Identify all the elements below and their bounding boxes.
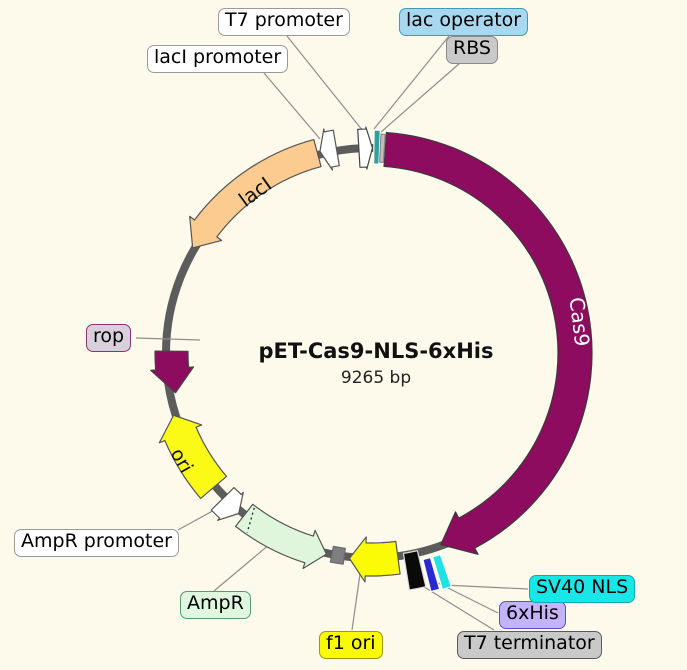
leader-line-1 [373, 35, 450, 130]
rbs-feature[interactable] [379, 133, 386, 163]
label-sv40-nls[interactable]: SV40 NLS [529, 575, 636, 603]
ori-feature[interactable] [158, 414, 228, 500]
lacI-feature[interactable] [189, 138, 322, 249]
label-t7-terminator[interactable]: T7 terminator [457, 631, 602, 659]
label-f1-ori[interactable]: f1 ori [319, 631, 383, 659]
t7-promoter-feature[interactable] [357, 126, 374, 170]
6xhis-feature[interactable] [422, 556, 441, 593]
leader-line-2 [380, 62, 461, 133]
label-6xhis[interactable]: 6xHis [499, 601, 566, 629]
rop-feature[interactable] [150, 350, 195, 394]
leader-line-3 [263, 72, 321, 140]
label-t7-promoter[interactable]: T7 promoter [218, 8, 350, 36]
t7-terminator-feature[interactable] [402, 550, 427, 591]
leader-line-10 [442, 584, 529, 590]
mobility-block-feature[interactable] [329, 545, 346, 565]
label-rop[interactable]: rop [86, 324, 132, 352]
leader-line-0 [286, 35, 364, 132]
label-ampr-promoter[interactable]: AmpR promoter [14, 529, 179, 557]
cas9-arc-label: Cas9 [565, 296, 595, 348]
f1-ori-feature[interactable] [348, 536, 401, 583]
label-ampr[interactable]: AmpR [180, 591, 251, 619]
label-lac-operator[interactable]: lac operator [399, 8, 529, 36]
label-laci-promoter[interactable]: lacI promoter [147, 45, 289, 73]
sv40-nls-feature[interactable] [431, 553, 453, 591]
cas9-feature[interactable] [383, 131, 593, 555]
plasmid-size: 9265 bp [340, 368, 412, 388]
label-rbs[interactable]: RBS [446, 36, 498, 64]
ampr-signal-boundary [246, 507, 255, 533]
ampr-promoter-feature[interactable] [210, 486, 244, 521]
leader-line-4 [135, 337, 201, 341]
laci-promoter-feature[interactable] [319, 128, 340, 171]
plasmid-title: pET-Cas9-NLS-6xHis [258, 339, 494, 363]
lac-operator-feature[interactable] [373, 129, 381, 165]
ampr-feature[interactable] [234, 503, 328, 570]
leader-line-8 [420, 584, 495, 631]
